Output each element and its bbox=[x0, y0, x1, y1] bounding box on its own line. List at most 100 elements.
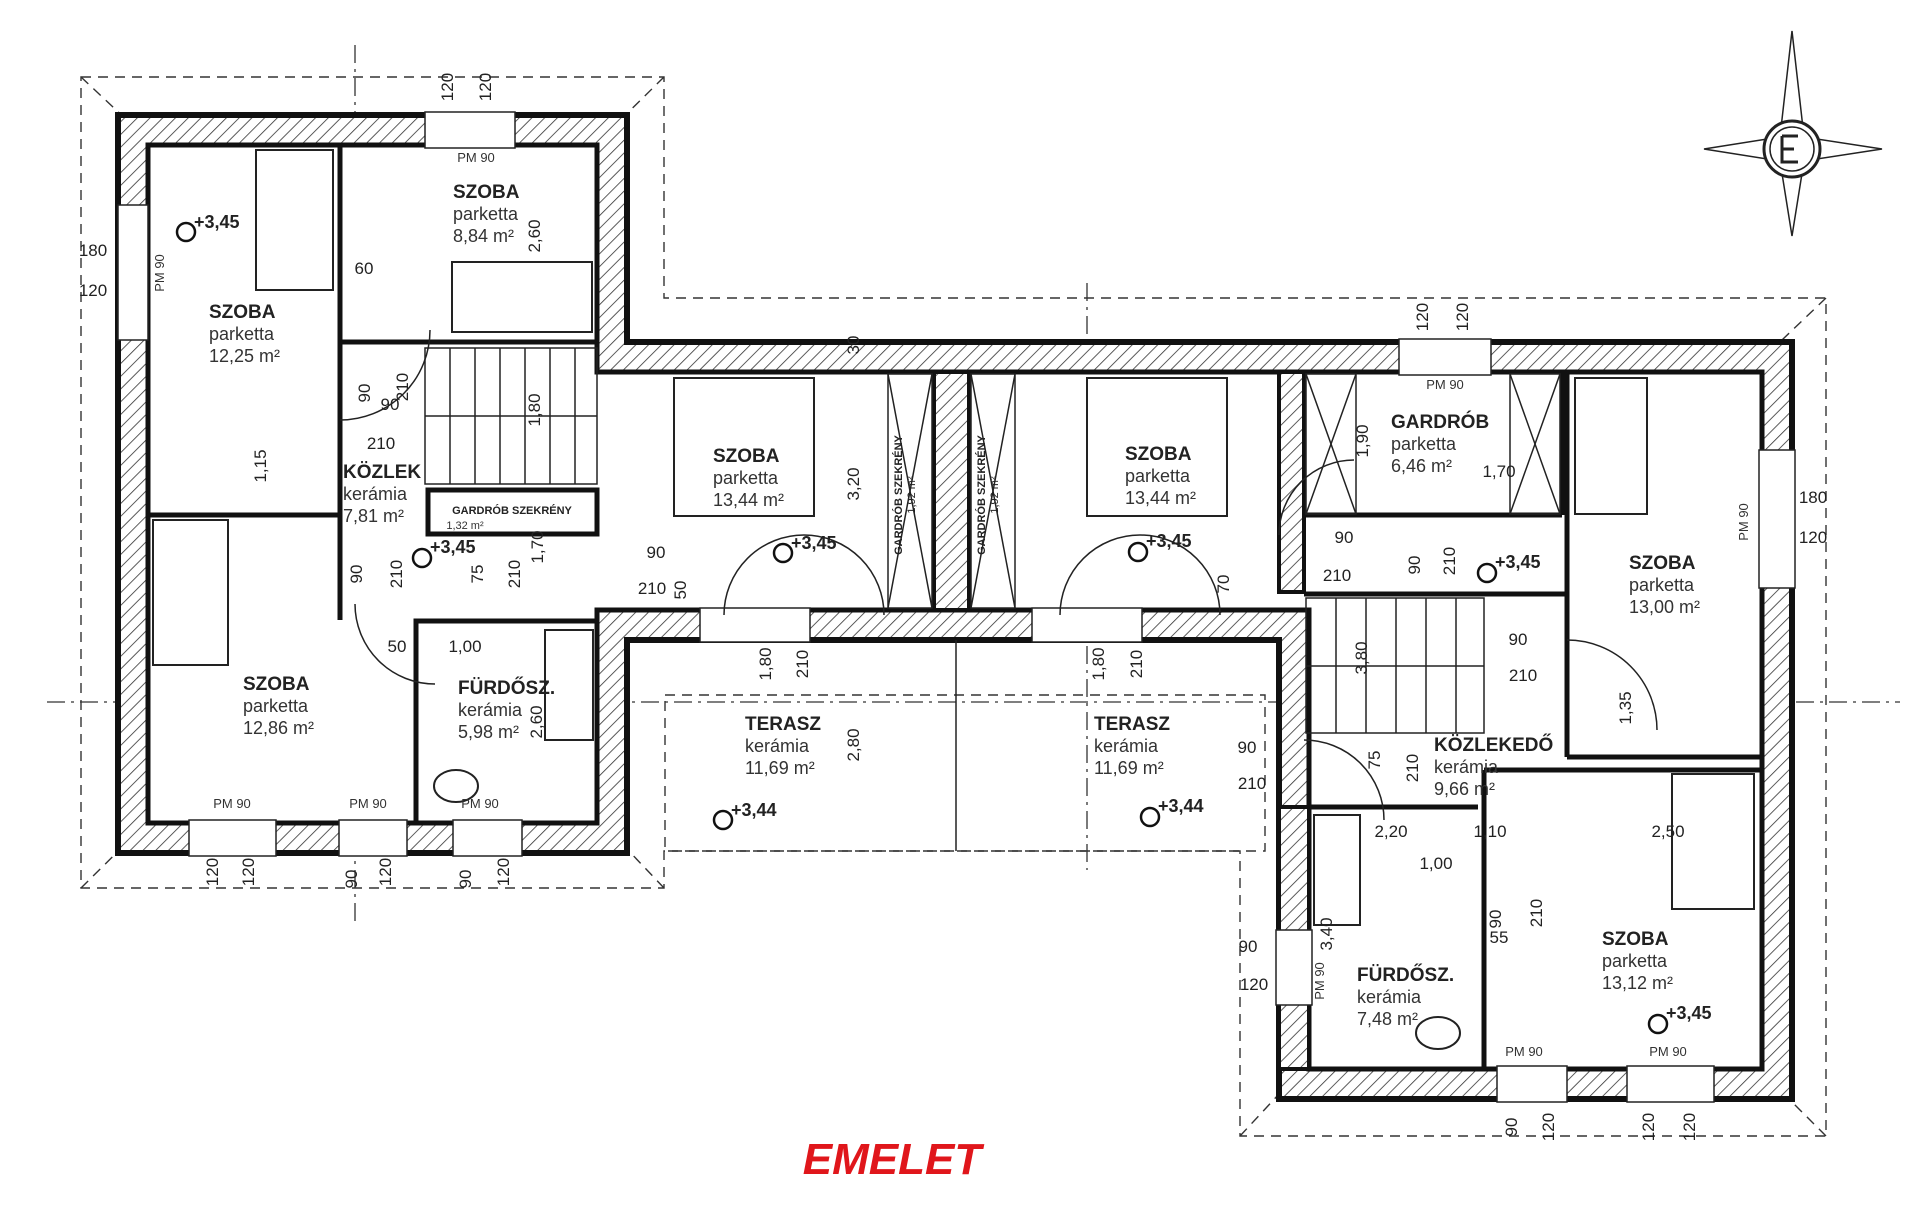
room-name: KÖZLEK bbox=[343, 462, 421, 483]
dim-label: 90 bbox=[1335, 528, 1354, 547]
dim-label: 210 bbox=[1509, 666, 1537, 685]
room-area: 5,98 m² bbox=[458, 722, 519, 742]
room-material: kerámia bbox=[1094, 736, 1159, 756]
dim-label: PM 90 bbox=[1736, 503, 1751, 541]
dim-label: 120 bbox=[239, 858, 258, 886]
terrace-outline bbox=[664, 694, 1266, 852]
room-material: parketta bbox=[1391, 434, 1457, 454]
dim-label: 55 bbox=[1490, 928, 1509, 947]
elevation-marker: +3,44 bbox=[1139, 796, 1204, 828]
dim-label: 90 bbox=[355, 384, 374, 403]
room-name: SZOBA bbox=[453, 182, 520, 203]
dim-label: 2,20 bbox=[1374, 822, 1407, 841]
room-name: TERASZ bbox=[1094, 714, 1170, 735]
door-swings bbox=[339, 329, 1658, 821]
north-arrow-compass-icon bbox=[1703, 30, 1883, 237]
dimension-labels: 120 120 PM 90 180 120 PM 90 60 2,60 90 9… bbox=[79, 73, 1827, 1141]
room-area: 13,12 m² bbox=[1602, 973, 1673, 993]
dim-label: 90 bbox=[456, 870, 475, 889]
room-area: 7,48 m² bbox=[1357, 1009, 1418, 1029]
room-name: FÜRDŐSZ. bbox=[1357, 964, 1454, 986]
dim-label: 1,80 bbox=[1089, 647, 1108, 680]
dim-label: 120 bbox=[438, 73, 457, 101]
dim-label: 120 bbox=[1413, 303, 1432, 331]
room-material: kerámia bbox=[343, 484, 408, 504]
room-area: 13,00 m² bbox=[1629, 597, 1700, 617]
elevation-marker: +3,45 bbox=[411, 537, 476, 569]
dim-label: 1,00 bbox=[448, 637, 481, 656]
dim-label: 90 bbox=[647, 543, 666, 562]
room-area: 12,25 m² bbox=[209, 346, 280, 366]
room-name: GARDRÓB SZEKRÉNY bbox=[892, 434, 905, 554]
room-area: 6,46 m² bbox=[1391, 456, 1452, 476]
dim-label: 50 bbox=[388, 637, 407, 656]
dim-label: 210 bbox=[1238, 774, 1266, 793]
dim-label: 50 bbox=[671, 581, 690, 600]
room-area: 13,44 m² bbox=[713, 490, 784, 510]
elevation-label: +3,45 bbox=[791, 533, 837, 553]
dim-label: 1,70 bbox=[528, 530, 547, 563]
dim-label: 210 bbox=[1403, 754, 1422, 782]
dim-label: 70 bbox=[1214, 575, 1233, 594]
dim-label: 1,90 bbox=[1353, 424, 1372, 457]
elevation-marker: +3,45 bbox=[772, 533, 837, 564]
floor-title: EMELET bbox=[803, 1135, 985, 1184]
dim-label: 120 bbox=[79, 281, 107, 300]
dim-label: PM 90 bbox=[1649, 1044, 1687, 1059]
dim-label: 30 bbox=[844, 336, 863, 355]
dim-label: 75 bbox=[468, 565, 487, 584]
dim-label: PM 90 bbox=[1505, 1044, 1543, 1059]
dim-label: 60 bbox=[355, 259, 374, 278]
elevation-marker: +3,45 bbox=[175, 212, 240, 243]
dim-label: 90 bbox=[1239, 937, 1258, 956]
elevation-label: +3,45 bbox=[1495, 552, 1541, 572]
elevation-marker: +3,44 bbox=[712, 800, 777, 831]
dim-label: 210 bbox=[1127, 650, 1146, 678]
dim-label: 120 bbox=[1799, 528, 1827, 547]
dim-label: 120 bbox=[376, 858, 395, 886]
dim-label: 120 bbox=[203, 858, 222, 886]
room-material: kerámia bbox=[1434, 757, 1499, 777]
dim-label: 1,35 bbox=[1616, 691, 1635, 724]
dim-label: PM 90 bbox=[349, 796, 387, 811]
dim-label: PM 90 bbox=[152, 254, 167, 292]
dim-label: 90 bbox=[1238, 738, 1257, 757]
dim-label: 1,80 bbox=[525, 393, 544, 426]
room-material: parketta bbox=[1629, 575, 1695, 595]
room-material: parketta bbox=[209, 324, 275, 344]
room-area: 1,32 m² bbox=[446, 520, 484, 532]
room-name: SZOBA bbox=[713, 446, 780, 467]
dim-label: PM 90 bbox=[213, 796, 251, 811]
beds bbox=[152, 149, 1755, 910]
dim-label: 3,20 bbox=[844, 467, 863, 500]
dim-label: 120 bbox=[1453, 303, 1472, 331]
elevation-label: +3,45 bbox=[1146, 531, 1192, 551]
room-name: GARDRÓB SZEKRÉNY bbox=[452, 504, 572, 517]
room-name: SZOBA bbox=[1125, 444, 1192, 465]
dim-label: 120 bbox=[476, 73, 495, 101]
dim-label: 210 bbox=[505, 560, 524, 588]
dim-label: 210 bbox=[393, 373, 412, 401]
room-area: 9,66 m² bbox=[1434, 779, 1495, 799]
elevation-marker: +3,45 bbox=[1647, 1003, 1712, 1035]
room-area: 11,69 m² bbox=[745, 758, 815, 778]
dim-label: 2,60 bbox=[525, 219, 544, 252]
elevation-label: +3,45 bbox=[194, 212, 240, 232]
dim-label: 120 bbox=[494, 858, 513, 886]
room-material: parketta bbox=[453, 204, 519, 224]
dim-label: 90 bbox=[342, 870, 361, 889]
dim-label: PM 90 bbox=[1312, 962, 1327, 1000]
dim-label: 90 bbox=[1509, 630, 1528, 649]
